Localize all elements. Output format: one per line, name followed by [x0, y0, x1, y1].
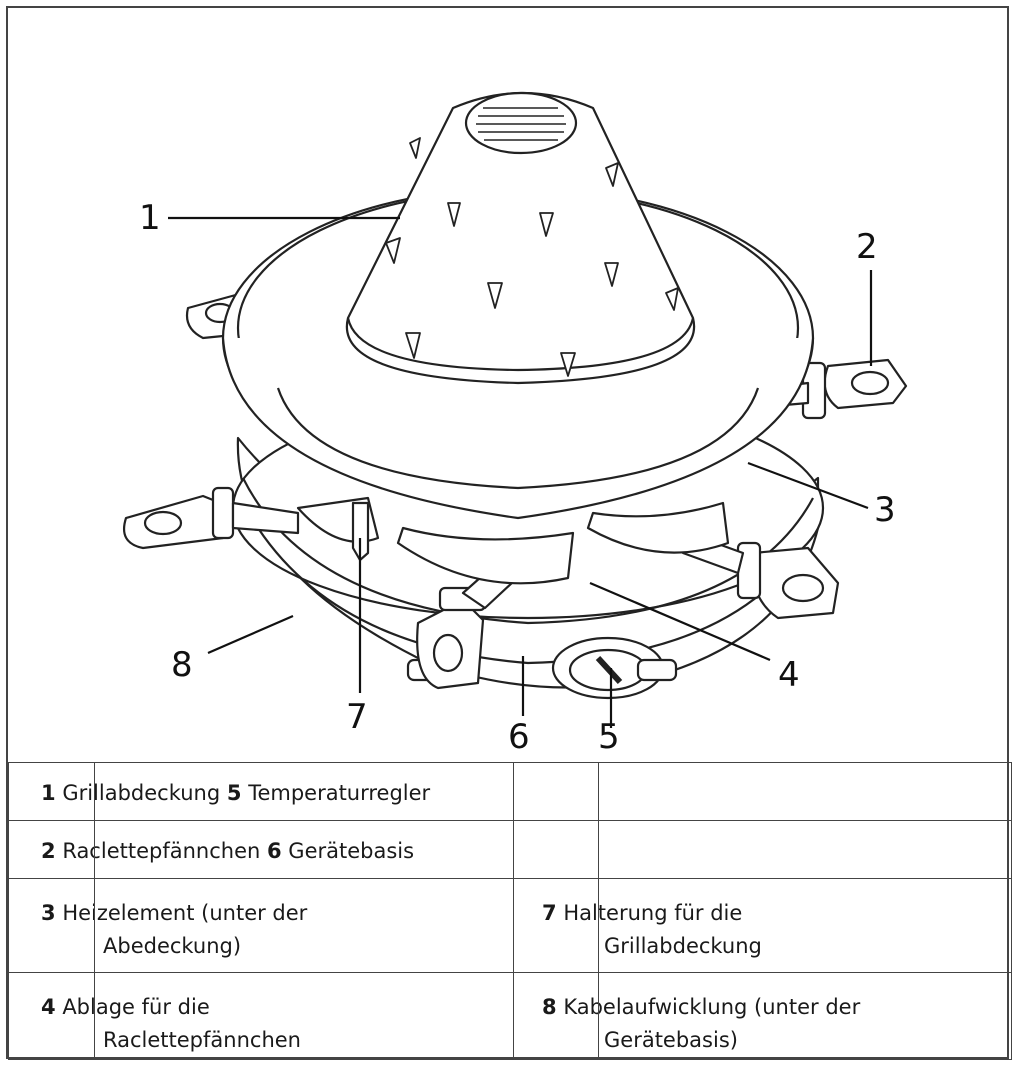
foot-right: [636, 658, 678, 682]
cone-vent: [464, 91, 578, 155]
callout-7: 7: [346, 697, 368, 737]
legend-cell: 8 Kabelaufwicklung (unter der Gerätebasi…: [513, 972, 1012, 1060]
legend-text-continued: Gerätebasis): [604, 1028, 738, 1052]
table-guide-line: [94, 762, 95, 1057]
legend-row: 2 Raclettepfännchen 6 Gerätebasis: [8, 820, 1012, 879]
leader-lines: [168, 216, 873, 728]
legend-number: 4: [41, 995, 56, 1019]
legend-cell: 7 Halterung für die Grillabdeckung: [513, 878, 1012, 973]
table-guide-line: [598, 762, 599, 1057]
legend-cell-empty: [513, 820, 599, 879]
cone-spikes: [385, 137, 679, 377]
legend-text: Halterung für die: [563, 901, 743, 925]
pan-right: [586, 501, 730, 554]
raclette-diagram: [122, 91, 908, 728]
pan-handle-left: [122, 486, 300, 550]
legend-number: 8: [542, 995, 557, 1019]
callout-5: 5: [598, 717, 620, 757]
legend-text: Kabelaufwicklung (unter der: [563, 995, 861, 1019]
legend-cell-empty: [598, 820, 1012, 879]
legend-cell: 4 Ablage für die Raclettepfännchen: [8, 972, 514, 1060]
legend-text: Gerätebasis: [288, 839, 415, 863]
legend-number: 5: [226, 781, 242, 805]
legend-row: 4 Ablage für die Raclettepfännchen 8 Kab…: [8, 972, 1012, 1060]
legend-text: Heizelement (unter der: [62, 901, 308, 925]
legend-cell: 3 Heizelement (unter der Abedeckung): [8, 878, 514, 973]
legend-cell: 1 Grillabdeckung 5 Temperaturregler: [8, 762, 514, 821]
callout-6: 6: [508, 717, 530, 757]
callout-8: 8: [171, 645, 193, 685]
legend-number: 3: [41, 901, 56, 925]
document-frame: 1 2 3 4 5 6 7 8 1 Grillabdeckung 5 Tempe…: [6, 6, 1012, 1060]
pan-front: [396, 526, 575, 585]
knob-grip: [595, 655, 623, 685]
base-ring-2: [257, 527, 804, 665]
legend-number: 6: [266, 839, 282, 863]
legend-text: Grillabdeckung: [62, 781, 221, 805]
cone-base-rim: [346, 317, 695, 372]
grill-plate-ledge: [276, 387, 760, 490]
legend-number: 1: [41, 781, 56, 805]
legend-row: 1 Grillabdeckung 5 Temperaturregler: [8, 762, 1012, 821]
grill-plate-side: [221, 337, 815, 520]
legend-number: 2: [41, 839, 56, 863]
legend-row: 3 Heizelement (unter der Abedeckung) 7 H…: [8, 878, 1012, 973]
callout-4: 4: [778, 655, 800, 695]
legend-text: Ablage für die: [62, 995, 210, 1019]
legend-text-continued: Abedeckung): [103, 934, 242, 958]
cone-vent-slots: [476, 107, 566, 141]
legend-text: Temperaturregler: [248, 781, 431, 805]
legend-text: Raclettepfännchen: [62, 839, 261, 863]
legend-cell: 2 Raclettepfännchen 6 Gerätebasis: [8, 820, 514, 879]
parts-legend-table: 1 Grillabdeckung 5 Temperaturregler 2 Ra…: [8, 762, 1012, 1060]
callout-3: 3: [874, 490, 896, 530]
callout-2: 2: [856, 227, 878, 267]
legend-text-continued: Grillabdeckung: [604, 934, 762, 958]
callout-1: 1: [139, 198, 161, 238]
legend-cell-empty: [598, 762, 1012, 821]
legend-cell-empty: [513, 762, 599, 821]
legend-text-continued: Raclettepfännchen: [103, 1028, 301, 1052]
legend-number: 7: [542, 901, 557, 925]
plate-bracket: [351, 501, 370, 562]
